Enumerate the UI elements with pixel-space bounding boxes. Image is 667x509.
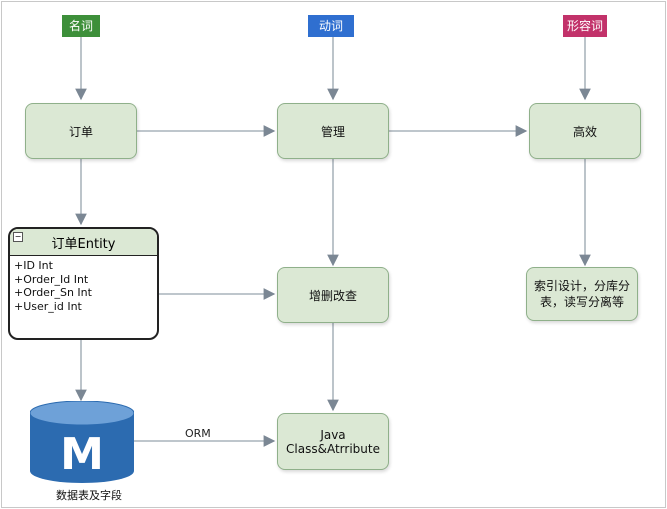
- node-java-label: Java Class&Atrribute: [286, 427, 380, 456]
- entity-field: +Order_Sn Int: [14, 286, 92, 299]
- entity-fields: +ID Int +Order_Id Int +Order_Sn Int +Use…: [10, 256, 157, 316]
- node-crud-label: 增删改查: [308, 288, 357, 303]
- node-index-label: 索引设计，分库分表，读写分离等: [533, 279, 630, 309]
- entity-field: +User_id Int: [14, 299, 82, 313]
- node-efficient[interactable]: 高效: [529, 103, 641, 159]
- entity-field: +Order_Id Int: [14, 272, 89, 286]
- tag-noun: 名词: [62, 15, 100, 37]
- db-icon-letter: M: [60, 429, 104, 480]
- entity-field: +ID Int: [14, 259, 53, 272]
- node-java-class[interactable]: Java Class&Atrribute: [277, 413, 389, 470]
- node-manage-label: 管理: [320, 124, 345, 139]
- node-index-design[interactable]: 索引设计，分库分表，读写分离等: [526, 267, 638, 321]
- entity-header: − 订单Entity: [10, 229, 157, 256]
- entity-title: 订单Entity: [51, 236, 116, 252]
- node-order[interactable]: 订单: [25, 103, 137, 159]
- node-efficient-label: 高效: [572, 124, 597, 139]
- database-label: 数据表及字段: [56, 489, 122, 502]
- node-crud[interactable]: 增删改查: [277, 267, 389, 323]
- tag-verb: 动词: [308, 15, 354, 37]
- node-order-label: 订单: [68, 124, 93, 139]
- entity-box[interactable]: − 订单Entity +ID Int +Order_Id Int +Order_…: [8, 227, 159, 340]
- collapse-icon[interactable]: −: [13, 232, 23, 242]
- orm-label: ORM: [185, 427, 211, 440]
- tag-adjective: 形容词: [563, 15, 607, 37]
- database-icon[interactable]: M: [30, 401, 134, 485]
- node-manage[interactable]: 管理: [277, 103, 389, 159]
